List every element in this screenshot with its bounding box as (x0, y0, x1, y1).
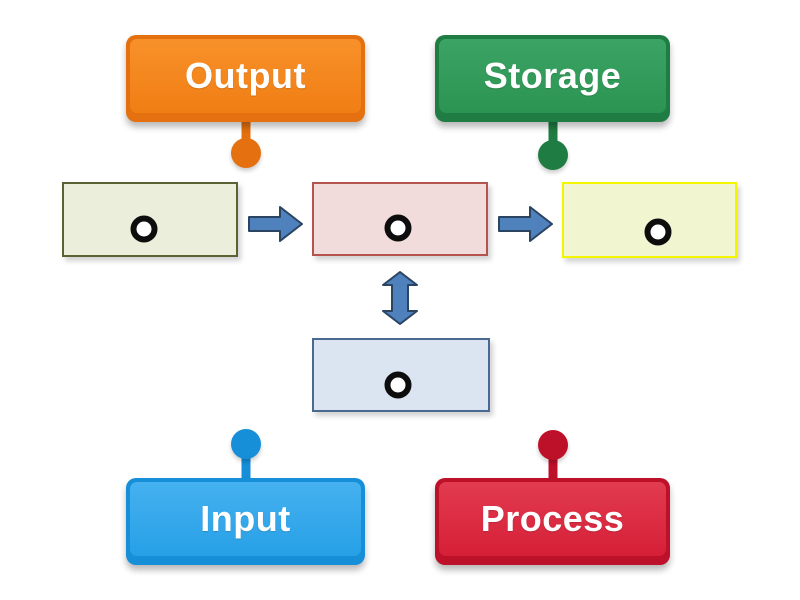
label-chip-storage[interactable]: Storage (435, 35, 670, 170)
label-chip-output[interactable]: Output (126, 35, 365, 168)
label-process-pin-stem (548, 454, 557, 480)
label-process-face: Process (439, 482, 666, 556)
label-storage-body: Storage (435, 35, 670, 122)
label-process-pin-dot[interactable] (537, 430, 568, 460)
label-storage-pin-dot[interactable] (537, 140, 568, 170)
label-storage-text: Storage (483, 55, 622, 96)
arrow-center-to-right (498, 206, 553, 242)
label-output-text: Output (185, 55, 306, 96)
label-input-body: Input (126, 478, 365, 565)
drop-target-bottom-box[interactable] (384, 371, 412, 399)
arrow-center-to-bottom-double (382, 271, 418, 325)
label-storage-pin-stem (548, 120, 557, 146)
label-input-pin-stem (241, 454, 250, 480)
label-input-text: Input (200, 498, 291, 539)
label-input-face: Input (130, 482, 361, 556)
label-chip-input[interactable]: Input (126, 429, 365, 565)
label-output-pin-stem (241, 120, 250, 144)
label-input-pin-dot[interactable] (230, 429, 261, 459)
label-output-face: Output (130, 39, 361, 113)
label-chip-process[interactable]: Process (435, 430, 670, 565)
label-output-pin-dot[interactable] (230, 138, 261, 168)
label-storage-face: Storage (439, 39, 666, 113)
drop-target-right-box[interactable] (644, 218, 672, 246)
label-process-body: Process (435, 478, 670, 565)
drop-target-center-box[interactable] (384, 214, 412, 242)
arrow-left-to-center (248, 206, 303, 242)
label-process-text: Process (480, 498, 625, 539)
label-output-body: Output (126, 35, 365, 122)
drop-target-left-box[interactable] (130, 215, 158, 243)
